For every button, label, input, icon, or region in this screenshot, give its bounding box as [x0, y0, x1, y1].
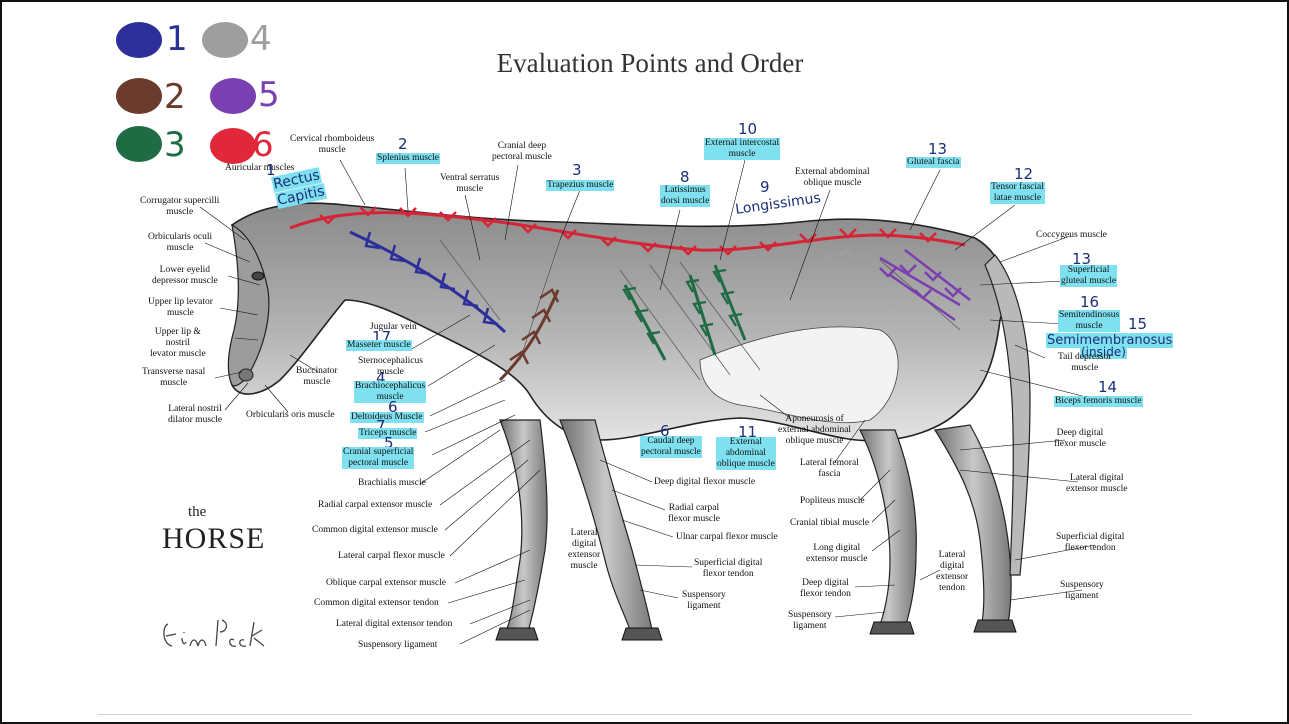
label-trapezius: Trapezius muscle [546, 180, 614, 191]
logo-the: the [188, 504, 206, 521]
label-suspensory-mid: Suspensory ligament [682, 590, 726, 612]
label-orbicularis-oculi: Orbicularis oculi muscle [148, 232, 212, 254]
label-radial-carpal-ext: Radial carpal extensor muscle [318, 500, 432, 511]
order-number-10: 10 [738, 122, 757, 137]
label-upper-lip-levator: Upper lip levator muscle [148, 297, 213, 319]
horse-nostril [239, 369, 253, 381]
front-leg-left [500, 420, 547, 632]
label-gluteal-fascia: Gluteal fascia [906, 157, 961, 168]
label-superficial-digital-flexor-tendon-hind: Superficial digital flexor tendon [1056, 532, 1124, 554]
label-biceps-femoris: Biceps femoris muscle [1054, 396, 1143, 407]
logo-horse: HORSE [162, 522, 265, 556]
label-semitendinosus: Semitendinosus muscle [1058, 310, 1120, 332]
order-number-16: 16 [1080, 295, 1099, 310]
label-lateral-carpal-flexor: Lateral carpal flexor muscle [338, 551, 445, 562]
label-lateral-digital-ext-tendon-hind: Lateral digital extensor tendon [936, 550, 968, 594]
label-deep-digital-flexor-hind: Deep digital flexor muscle [1054, 428, 1106, 450]
label-cranial-deep-pectoral: Cranial deep pectoral muscle [492, 141, 552, 163]
label-brachialis: Brachialis muscle [358, 478, 426, 489]
label-oblique-carpal-ext: Oblique carpal extensor muscle [326, 578, 446, 589]
label-aponeurosis: Aponeurosis of external abdominal obliqu… [778, 414, 851, 447]
label-common-digital-ext: Common digital extensor muscle [312, 525, 438, 536]
order-number-15: 15 [1128, 317, 1147, 332]
order-number-14: 14 [1098, 380, 1117, 395]
label-cranial-tibial: Cranial tibial muscle [790, 518, 869, 529]
hind-leg-right [935, 425, 1011, 624]
hind-leg-left [860, 430, 916, 628]
label-lateral-digital-ext-hind: Lateral digital extensor muscle [1066, 473, 1127, 495]
label-transverse-nasal: Transverse nasal muscle [142, 367, 205, 389]
label-radial-carpal-flexor: Radial carpal flexor muscle [668, 503, 720, 525]
horse-eye [252, 272, 264, 280]
label-suspensory-right: Suspensory ligament [1060, 580, 1104, 602]
label-external-abdominal-oblique: External abdominal oblique muscle [795, 167, 870, 189]
label-sternocephalicus: Sternocephalicus muscle [358, 356, 423, 378]
label-tensor-fasciae: Tensor fascial latae muscle [990, 182, 1045, 204]
label-lateral-femoral-fascia: Lateral femoral fascia [800, 458, 859, 480]
label-caudal-deep-pectoral: Caudal deep pectoral muscle [640, 436, 702, 458]
label-auricular: Auricular muscles [225, 163, 294, 174]
order-number-3: 3 [572, 163, 582, 178]
label-superficial-gluteal: Superficial gluteal muscle [1060, 265, 1117, 287]
label-lateral-nostril: Lateral nostril dilator muscle [168, 404, 222, 426]
label-cranial-superficial-pectoral: Cranial superficial pectoral muscle [342, 447, 414, 469]
label-long-digital-ext: Long digital extensor muscle [806, 543, 867, 565]
front-leg-right [560, 420, 652, 630]
bottom-rule [98, 714, 1192, 715]
label-lower-eyelid: Lower eyelid depressor muscle [152, 265, 218, 287]
label-latissimus: Latissimus dorsi muscle [660, 185, 710, 207]
label-deltoideus: Deltoideus Muscle [350, 412, 424, 423]
label-ulnar-carpal-flexor: Ulnar carpal flexor muscle [676, 532, 778, 543]
label-deep-digital-flexor-tendon: Deep digital flexor tendon [800, 578, 851, 600]
label-buccinator: Buccinator muscle [296, 366, 338, 388]
label-external-intercostal: External intercostal muscle [704, 138, 780, 160]
label-orbicularis-oris: Orbicularis oris muscle [246, 410, 335, 421]
label-corrugator: Corrugator supercilli muscle [140, 196, 219, 218]
label-popliteus: Popliteus muscle [800, 496, 865, 507]
label-lateral-digital-ext-tendon: Lateral digital extensor tendon [336, 619, 452, 630]
order-number-9: 9 [760, 180, 770, 195]
label-splenius: Splenius muscle [376, 153, 440, 164]
label-common-digital-ext-tendon: Common digital extensor tendon [314, 598, 439, 609]
label-superficial-digital-flexor-tendon-front: Superficial digital flexor tendon [694, 558, 762, 580]
hind-hoof-right [974, 620, 1016, 632]
label-suspensory-front: Suspensory ligament [358, 640, 437, 651]
label-deep-digital-flexor-front: Deep digital flexor muscle [654, 477, 755, 488]
front-hoof-left [496, 628, 538, 640]
label-suspensory-hind: Suspensory ligament [788, 610, 832, 632]
order-number-2: 2 [398, 137, 408, 152]
label-coccygeus: Coccygeus muscle [1036, 230, 1107, 241]
order-number-13-gluteal: 13 [928, 142, 947, 157]
front-hoof-right [622, 628, 662, 640]
handwritten-signature [160, 612, 280, 652]
label-external-abdominal-oblique-low: External abdominal oblique muscle [716, 437, 776, 470]
label-ventral-serratus: Ventral serratus muscle [440, 173, 499, 195]
label-cervical-rhomboideus: Cervical rhomboideus muscle [290, 134, 374, 156]
label-upper-lip-nostril: Upper lip & nostril levator muscle [150, 327, 206, 360]
hind-hoof-left [870, 622, 914, 634]
order-number-8: 8 [680, 170, 690, 185]
label-tail-depressor: Tail depressor muscle [1058, 352, 1111, 374]
label-masseter: Masseter muscle [346, 340, 412, 351]
label-lateral-digital-ext-front: Lateral digital extensor muscle [568, 528, 600, 572]
order-number-12: 12 [1014, 167, 1033, 182]
